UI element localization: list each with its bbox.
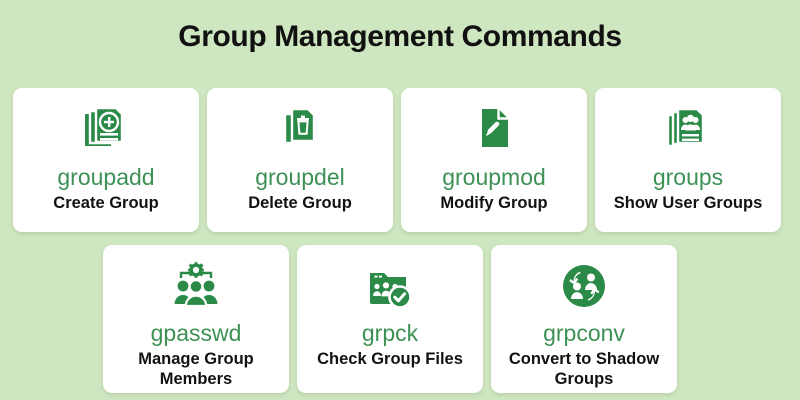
command-card-groupdel[interactable]: groupdel Delete Group	[207, 88, 393, 232]
people-gear-icon	[168, 259, 224, 317]
documents-people-icon	[661, 102, 715, 160]
documents-trash-icon	[273, 102, 327, 160]
command-description: Check Group Files	[317, 350, 463, 369]
command-card-gpasswd[interactable]: gpasswd Manage Group Members	[103, 245, 289, 393]
command-description: Show User Groups	[613, 194, 763, 213]
page-title: Group Management Commands	[178, 20, 622, 53]
command-card-grpconv[interactable]: grpconv Convert to Shadow Groups	[491, 245, 677, 393]
folder-people-check-icon	[363, 259, 417, 317]
command-name: grpck	[361, 320, 419, 346]
command-card-groupmod[interactable]: groupmod Modify Group	[401, 88, 587, 232]
command-name: gpasswd	[150, 320, 242, 346]
command-card-grpck[interactable]: grpck Check Group Files	[297, 245, 483, 393]
command-card-groups[interactable]: groups Show User Groups	[595, 88, 781, 232]
command-description: Modify Group	[440, 194, 548, 213]
documents-plus-icon	[79, 102, 133, 160]
command-card-row-1: groupadd Create Group groupdel Delete Gr…	[13, 88, 781, 232]
command-description: Manage Group Members	[138, 350, 254, 389]
command-name: groups	[652, 164, 724, 190]
command-name: groupdel	[255, 164, 345, 190]
command-name: groupadd	[57, 164, 155, 190]
command-description: Convert to Shadow Groups	[508, 350, 660, 389]
command-description: Delete Group	[248, 194, 352, 213]
command-name: grpconv	[543, 320, 625, 346]
command-description: Create Group	[53, 194, 159, 213]
command-card-row-2: gpasswd Manage Group Members	[103, 245, 677, 393]
command-card-groupadd[interactable]: groupadd Create Group	[13, 88, 199, 232]
command-name: groupmod	[442, 164, 546, 190]
document-pen-icon	[467, 102, 521, 160]
people-convert-circle-icon	[557, 259, 611, 317]
